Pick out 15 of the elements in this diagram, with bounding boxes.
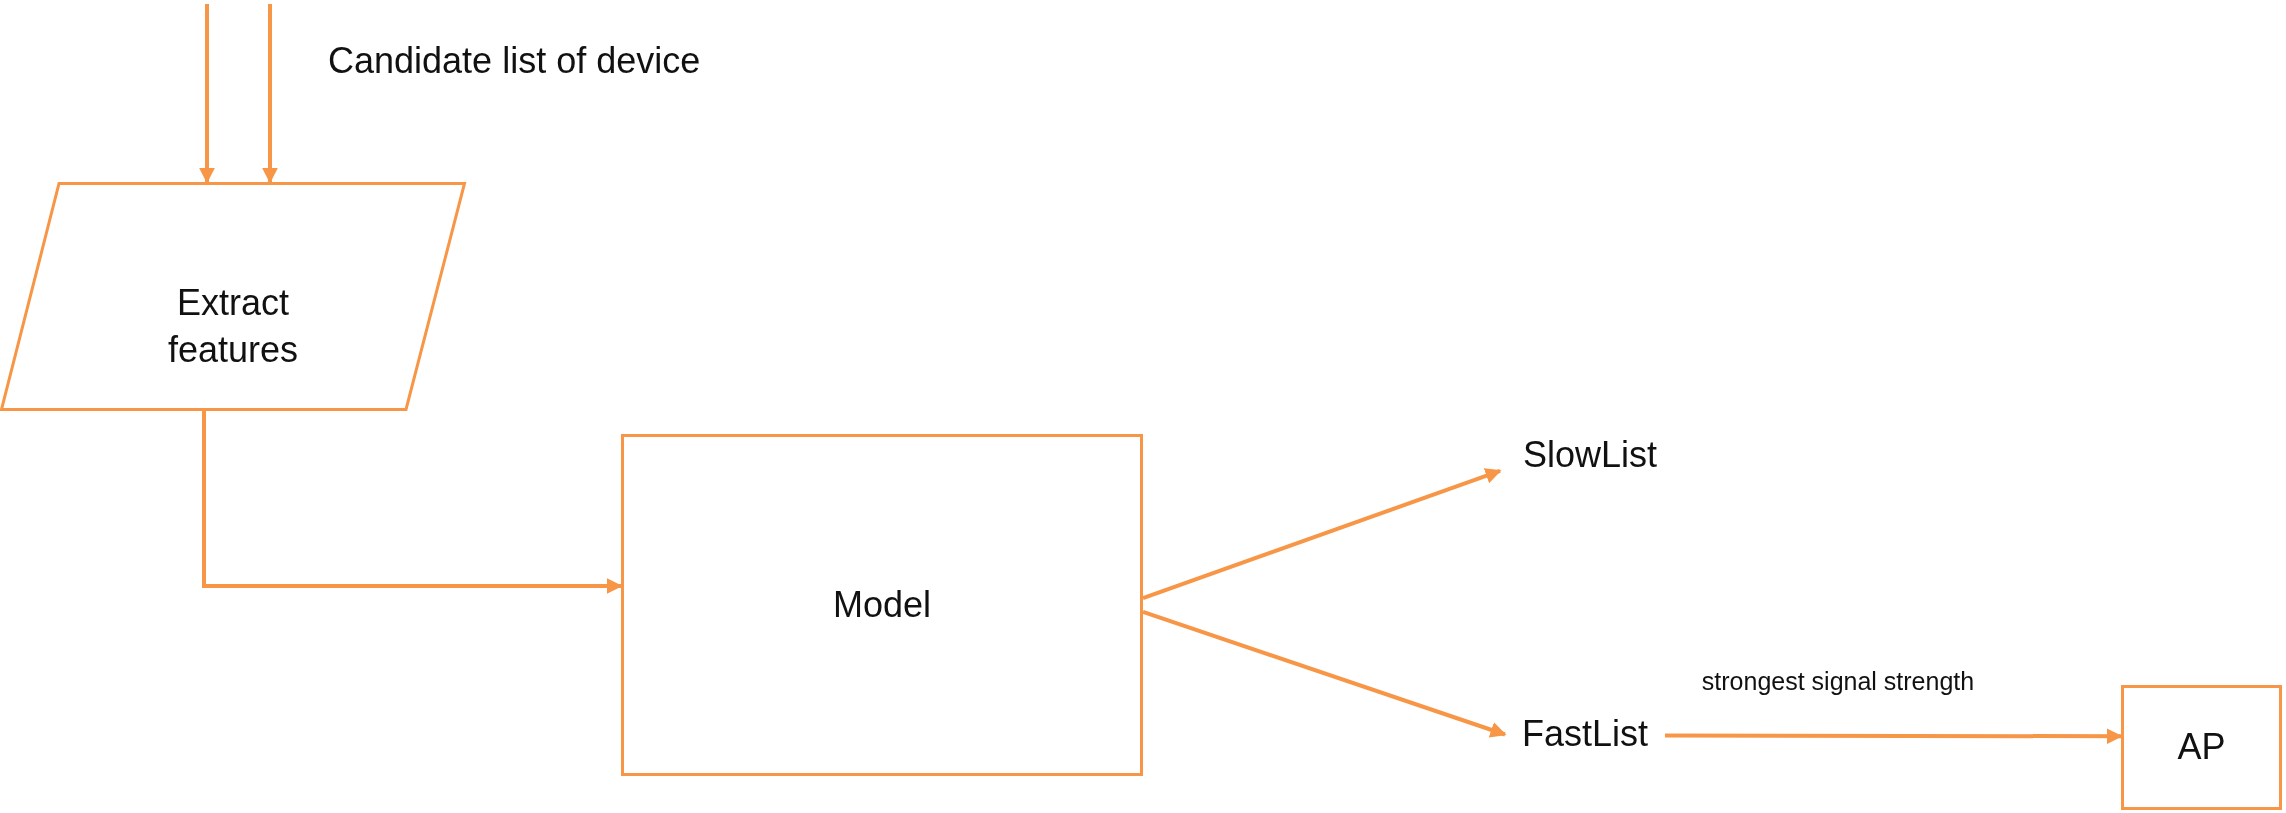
node-label: Extract features	[166, 280, 300, 372]
arrow	[1665, 728, 2123, 745]
arrow	[1142, 609, 1507, 738]
node-label: AP	[2177, 725, 2226, 770]
process-box	[2121, 685, 2282, 810]
output-label: SlowList	[1522, 433, 1658, 478]
data-parallelogram	[0, 182, 466, 411]
node-label: Model	[832, 582, 932, 627]
arrow	[262, 4, 278, 184]
arrow	[202, 411, 623, 594]
output-label: FastList	[1521, 712, 1648, 757]
process-box	[621, 434, 1143, 776]
arrow	[199, 4, 215, 184]
arrow	[1142, 468, 1502, 601]
input-label: Candidate list of device	[328, 40, 701, 82]
